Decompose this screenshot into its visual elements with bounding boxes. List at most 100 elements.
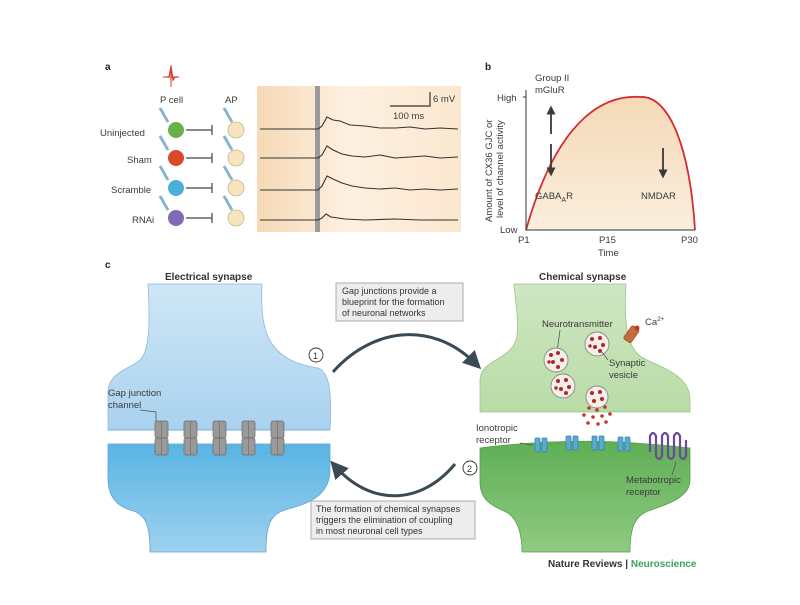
journal-credit: Nature Reviews | Neuroscience <box>548 559 696 570</box>
synaptic-vesicle <box>585 385 609 409</box>
text-box-1-line-2: blueprint for the formation <box>342 297 445 307</box>
cell-icon <box>168 210 184 226</box>
row-label: RNAi <box>132 215 154 226</box>
electrode-icon <box>222 165 234 181</box>
activity-curve <box>525 95 696 231</box>
cell-icon <box>168 150 184 166</box>
scale-voltage: 6 mV <box>433 94 456 105</box>
vesicle-leader <box>601 351 609 361</box>
cell-icon <box>227 121 245 139</box>
cell-icon <box>227 209 245 227</box>
metabotropic-receptor-icon <box>648 431 688 461</box>
panel-c-label: c <box>105 260 111 271</box>
electrical-synapse-title: Electrical synapse <box>165 272 253 283</box>
synaptic-vesicle <box>584 331 610 357</box>
inhibition-connector <box>186 125 213 135</box>
metabotropic-label-2: receptor <box>626 487 661 498</box>
inhibition-connector <box>186 213 213 223</box>
journal-separator: | <box>622 559 631 570</box>
presynaptic-terminal-blue <box>107 283 332 431</box>
x-tick-p30: P30 <box>681 235 698 246</box>
synaptic-vesicle-label-1: Synaptic <box>609 358 646 369</box>
journal-section: Neuroscience <box>630 559 697 570</box>
gap-junction-label-1: Gap junction <box>108 388 161 399</box>
panel-a-label: a <box>105 62 111 73</box>
text-box-1-line-3: of neuronal networks <box>342 308 426 318</box>
gap-junction-channel <box>154 420 169 456</box>
y-high-label: High <box>497 93 517 104</box>
gap-junction-leader <box>139 409 157 423</box>
nmdar-label: NMDAR <box>641 191 676 202</box>
text-box-1-line-1: Gap junctions provide a <box>342 286 437 296</box>
p-cell-header: P cell <box>160 95 183 106</box>
neurotransmitter-label: Neurotransmitter <box>542 319 613 330</box>
row-label: Uninjected <box>100 128 145 139</box>
x-axis-label: Time <box>598 248 619 259</box>
cell-icon <box>227 149 245 167</box>
metabotropic-label-1: Metabotropic <box>626 475 681 486</box>
ionotropic-label-1: Ionotropic <box>476 423 518 434</box>
released-neurotransmitter <box>582 405 612 426</box>
ionotropic-leader <box>519 442 534 446</box>
inhibition-connector <box>186 153 213 163</box>
row-rnai: RNAi <box>132 195 458 227</box>
trace-background <box>257 86 461 232</box>
row-scramble: Scramble <box>111 165 459 197</box>
ionotropic-receptor-icon <box>565 435 579 451</box>
arrow-electrical-to-chemical <box>331 333 482 373</box>
ionotropic-receptor-icon <box>617 436 631 452</box>
row-uninjected: Uninjected <box>100 107 459 139</box>
electrode-icon <box>222 195 234 211</box>
axes <box>525 90 695 231</box>
text-box-1: Gap junctions provide a blueprint for th… <box>335 282 464 322</box>
ionotropic-label-2: receptor <box>476 435 511 446</box>
trace-scramble <box>260 175 459 191</box>
gap-junction-channels <box>154 420 285 456</box>
electrode-icon <box>158 195 170 211</box>
text-box-2-line-3: in most neuronal cell types <box>316 526 423 536</box>
text-box-2-line-2: triggers the elimination of coupling <box>316 515 453 525</box>
synaptic-vesicle-label-2: vesicle <box>609 370 638 381</box>
group-ii-label: Group II <box>535 73 569 84</box>
y-axis-label-2: level of channel activity <box>495 120 506 218</box>
x-tick-p15: P15 <box>599 235 616 246</box>
scale-time: 100 ms <box>393 111 424 122</box>
text-box-2-line-1: The formation of chemical synapses <box>316 504 461 514</box>
gap-junction-channel <box>183 420 198 456</box>
stimulus-bar <box>315 86 320 232</box>
gap-junction-channel <box>241 420 256 456</box>
spike-icon <box>163 65 179 87</box>
trace-rnai <box>260 213 458 221</box>
panel-a: a P cell AP 6 mV 100 ms Uninjected <box>100 62 461 232</box>
presynaptic-terminal-green <box>479 283 691 413</box>
calcium-label: Ca2+ <box>645 316 665 328</box>
row-label: Sham <box>127 155 152 166</box>
inhibition-connector <box>186 183 213 193</box>
mglur-label: mGluR <box>535 85 565 96</box>
row-label: Scramble <box>111 185 151 196</box>
panel-c: c Electrical synapse Chemical synapse Ga… <box>105 260 691 553</box>
gabaar-label: GABAAR <box>535 191 573 204</box>
panel-b-label: b <box>485 62 491 73</box>
y-low-label: Low <box>500 225 518 236</box>
cell-icon <box>168 180 184 196</box>
ap-header: AP <box>225 95 238 106</box>
x-tick-p1: P1 <box>518 235 530 246</box>
text-box-2: The formation of chemical synapses trigg… <box>310 500 476 540</box>
chemical-synapse: Neurotransmitter <box>476 283 691 553</box>
postsynaptic-terminal-blue <box>107 443 331 553</box>
ionotropic-receptors <box>534 435 631 453</box>
y-axis-label-1: Amount of CX36 GJC or <box>484 120 495 222</box>
curve-area <box>526 96 695 230</box>
gap-junction-channel <box>212 420 227 456</box>
electrode-icon <box>222 135 234 151</box>
electrode-icon <box>222 107 234 123</box>
postsynaptic-terminal-green <box>479 440 691 553</box>
chemical-synapse-title: Chemical synapse <box>539 272 627 283</box>
row-sham: Sham <box>127 135 459 167</box>
journal-name: Nature Reviews <box>548 559 623 570</box>
step-1-marker: 1 <box>308 347 324 363</box>
synaptic-vesicle <box>550 373 576 399</box>
panel-b: b High Low Amount of CX36 GJC or level o… <box>484 62 698 259</box>
